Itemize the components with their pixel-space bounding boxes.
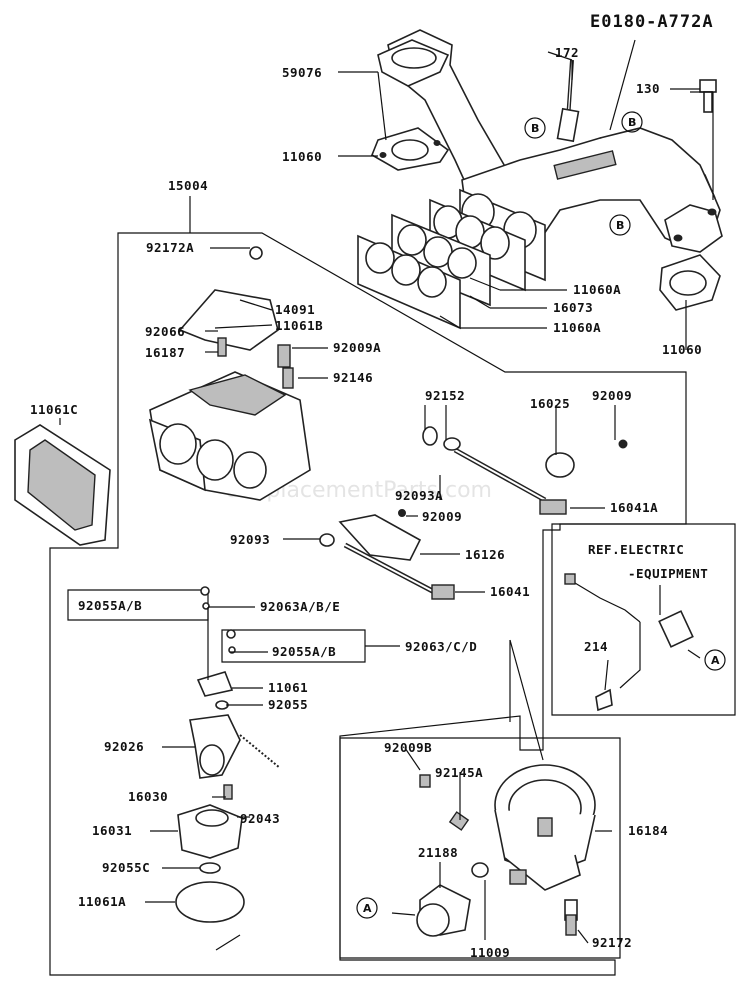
label-92145a: 92145A [435, 765, 483, 780]
svg-text:A: A [363, 902, 372, 915]
svg-text:B: B [628, 116, 636, 129]
label-14091: 14091 [275, 302, 315, 317]
label-16187: 16187 [145, 345, 185, 360]
gasket-11060a-bottom [357, 234, 461, 330]
label-130: 130 [636, 81, 660, 96]
label-15004: 15004 [168, 178, 208, 193]
label-92009b: 92009B [384, 740, 432, 755]
callout-b1: B [524, 117, 546, 139]
label-16025: 16025 [530, 396, 570, 411]
label-92172: 92172 [592, 935, 632, 950]
diagram-code: E0180-A772A [590, 12, 714, 32]
callout-b2: B [621, 111, 643, 133]
label-21188: 21188 [418, 845, 458, 860]
callout-b3: B [609, 214, 631, 236]
label-92043: 92043 [240, 811, 280, 826]
callout-a1: A [704, 649, 726, 671]
label-11060a-b: 11060A [553, 320, 601, 335]
label-92066: 92066 [145, 324, 185, 339]
label-92055ab-b: 92055A/B [272, 644, 336, 659]
svg-text:A: A [711, 654, 720, 667]
label-92055c: 92055C [102, 860, 150, 875]
label-16030: 16030 [128, 789, 168, 804]
label-16126: 16126 [465, 547, 505, 562]
part-labels: 172 59076 130 11060 15004 92172A 11060A … [30, 45, 708, 960]
label-16073: 16073 [553, 300, 593, 315]
leader-lines [59, 51, 714, 951]
gasket-box-2-outline [221, 629, 366, 663]
label-92063cd: 92063/C/D [405, 639, 477, 654]
carburetor-body [148, 246, 311, 501]
gasket-11060-right [659, 254, 721, 311]
label-92063abe: 92063A/B/E [260, 599, 340, 614]
seals [319, 426, 628, 547]
label-11061a: 11061A [78, 894, 126, 909]
throttle-shaft-16041a [453, 447, 575, 515]
stud-172 [556, 39, 636, 143]
label-59076: 59076 [282, 65, 322, 80]
choke-shaft-16041 [338, 514, 455, 600]
label-11061: 11061 [268, 680, 308, 695]
label-92093a: 92093A [395, 488, 443, 503]
label-92055ab-a: 92055A/B [78, 598, 142, 613]
label-11060-top: 11060 [282, 149, 322, 164]
label-92172a: 92172A [146, 240, 194, 255]
label-11009: 11009 [470, 945, 510, 960]
label-92146: 92146 [333, 370, 373, 385]
label-92026: 92026 [104, 739, 144, 754]
label-92009-b: 92009 [422, 509, 462, 524]
carburetor-group-outline [49, 232, 687, 976]
label-214: 214 [584, 639, 608, 654]
callout-a2: A [356, 897, 378, 919]
label-11060-right: 11060 [662, 342, 702, 357]
label-92009a: 92009A [333, 340, 381, 355]
starter-assembly [416, 764, 596, 937]
label-16041: 16041 [490, 584, 530, 599]
svg-text:B: B [616, 219, 624, 232]
label-172: 172 [555, 45, 579, 60]
ref-note-line2: -EQUIPMENT [628, 566, 708, 581]
label-11060a-a: 11060A [573, 282, 621, 297]
svg-text:B: B [531, 122, 539, 135]
gasket-11061c [14, 424, 111, 546]
electric-equipment-group-outline [551, 523, 736, 716]
label-16184: 16184 [628, 823, 668, 838]
gasket-11060-top [370, 127, 450, 171]
label-92009-a: 92009 [592, 388, 632, 403]
spacer-16073 [391, 213, 491, 307]
label-11061b: 11061B [275, 318, 323, 333]
label-92093: 92093 [230, 532, 270, 547]
label-11061c: 11061C [30, 402, 78, 417]
label-92055: 92055 [268, 697, 308, 712]
starter-group-outline [339, 737, 621, 959]
label-16031: 16031 [92, 823, 132, 838]
electric-solenoid-wiring [564, 573, 694, 712]
label-16041a: 16041A [610, 500, 658, 515]
float-bowl-assembly [175, 586, 281, 923]
ref-note-line1: REF.ELECTRIC [588, 542, 684, 557]
label-92152: 92152 [425, 388, 465, 403]
